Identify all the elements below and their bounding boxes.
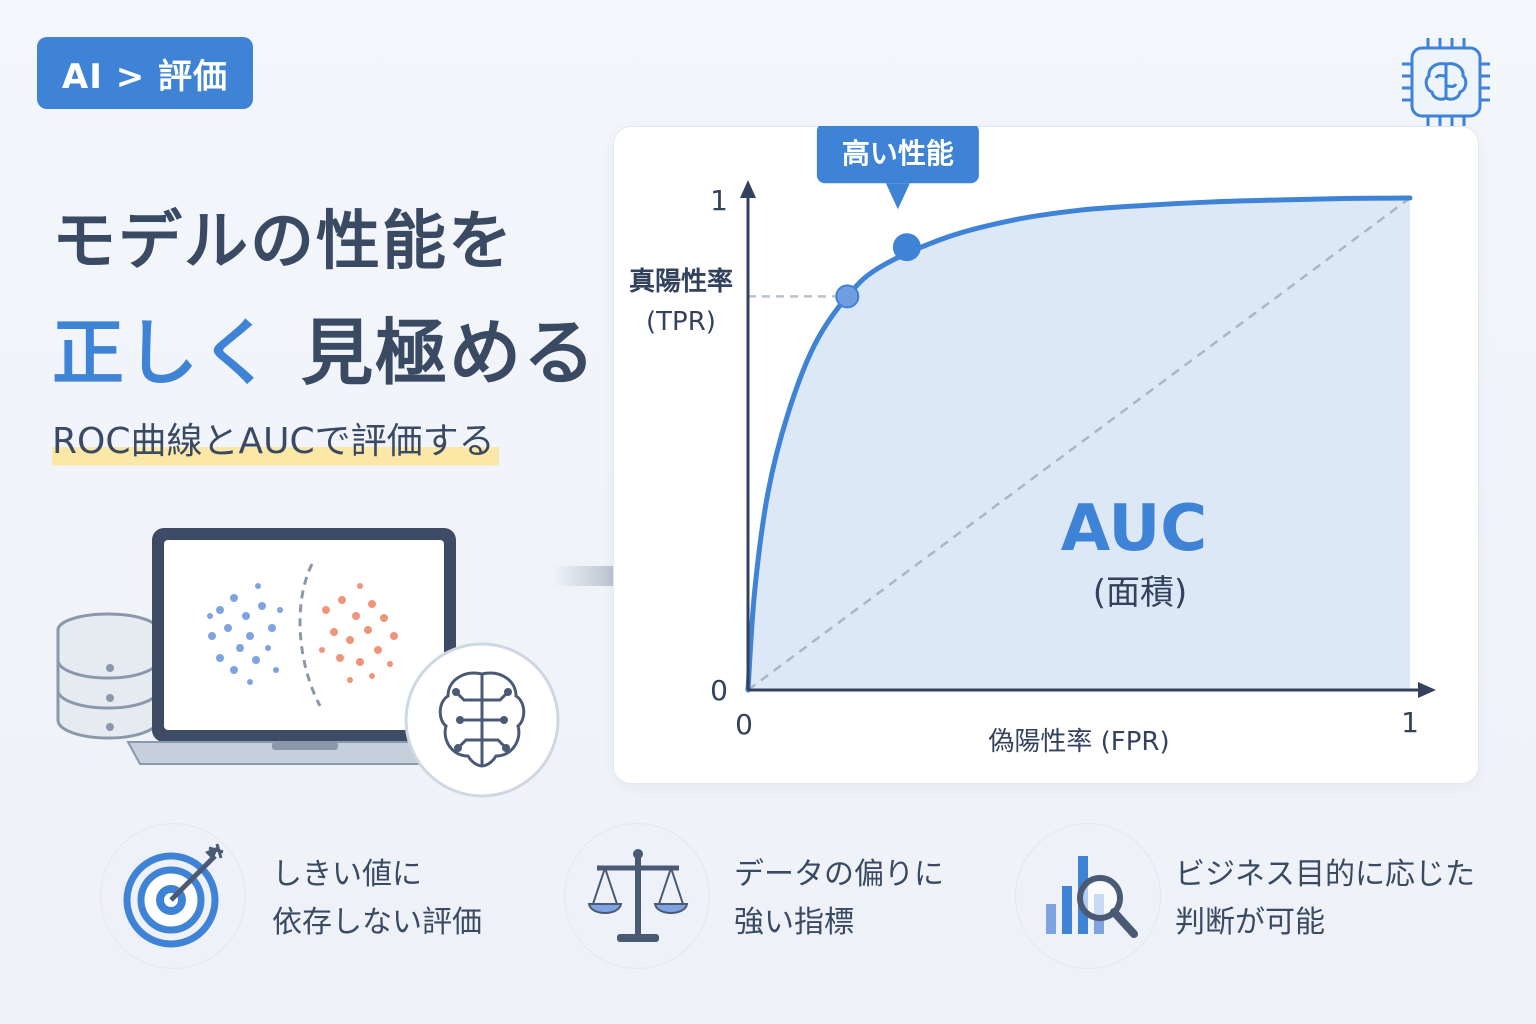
auc-sublabel: (面積) bbox=[1093, 573, 1188, 613]
brain-circuit-icon bbox=[404, 642, 560, 798]
auc-label: AUC bbox=[1061, 492, 1208, 566]
roc-point-high bbox=[892, 233, 921, 262]
feature-line1: データの偏りに bbox=[734, 857, 944, 892]
x-axis-label: 偽陽性率 (FPR) bbox=[988, 727, 1169, 757]
headline-line2: 正しく 見極める bbox=[52, 294, 597, 399]
x-tick-label: 1 bbox=[1401, 706, 1419, 739]
feature-line2: 判断が可能 bbox=[1175, 905, 1325, 940]
feature-imbalance: データの偏りに 強い指標 bbox=[564, 823, 984, 971]
y-axis-label-abbrev: (TPR) bbox=[646, 307, 716, 337]
subtitle: ROC曲線とAUCで評価する bbox=[52, 412, 499, 470]
callout-box bbox=[816, 126, 979, 184]
x-tick-label: 0 bbox=[735, 708, 753, 741]
feature-line2: 強い指標 bbox=[734, 905, 854, 940]
ai-chip-icon bbox=[1402, 38, 1490, 126]
headline-line2-rest: 見極める bbox=[301, 311, 598, 395]
callout: 高い性能 bbox=[816, 126, 979, 210]
laptop-icon bbox=[126, 528, 472, 765]
feature-line1: しきい値に bbox=[272, 857, 422, 892]
database-icon bbox=[56, 612, 160, 740]
roc-curve bbox=[745, 195, 1413, 693]
y-tick-label: 0 bbox=[710, 674, 728, 707]
feature-threshold: しきい値に 依存しない評価 bbox=[100, 823, 520, 971]
headline-accent: 正しく bbox=[52, 311, 275, 395]
feature-line1: ビジネス目的に応じた bbox=[1175, 857, 1475, 892]
roc-point bbox=[835, 284, 860, 309]
target-icon bbox=[123, 843, 224, 948]
callout-text: 高い性能 bbox=[842, 137, 954, 170]
feature-line2: 依存しない評価 bbox=[272, 905, 482, 940]
auc-area bbox=[748, 198, 1410, 690]
roc-chart: 高い性能 真陽性率 (TPR) 偽陽性率 (FPR) 1 0 0 1 AUC (… bbox=[629, 126, 1436, 757]
chart-search-icon bbox=[1046, 856, 1138, 938]
feature-business: ビジネス目的に応じた 判断が可能 bbox=[1015, 823, 1495, 971]
y-tick-label: 1 bbox=[710, 184, 728, 217]
laptop-illustration bbox=[56, 528, 560, 798]
y-axis-label: 真陽性率 bbox=[629, 266, 733, 297]
category-tag: AI > 評価 bbox=[37, 37, 253, 109]
y-axis-arrowhead bbox=[740, 180, 756, 198]
headline-line1: モデルの性能を bbox=[52, 205, 514, 279]
x-axis-arrowhead bbox=[1418, 682, 1436, 698]
balance-scale-icon bbox=[587, 849, 689, 942]
callout-tail bbox=[885, 183, 910, 210]
